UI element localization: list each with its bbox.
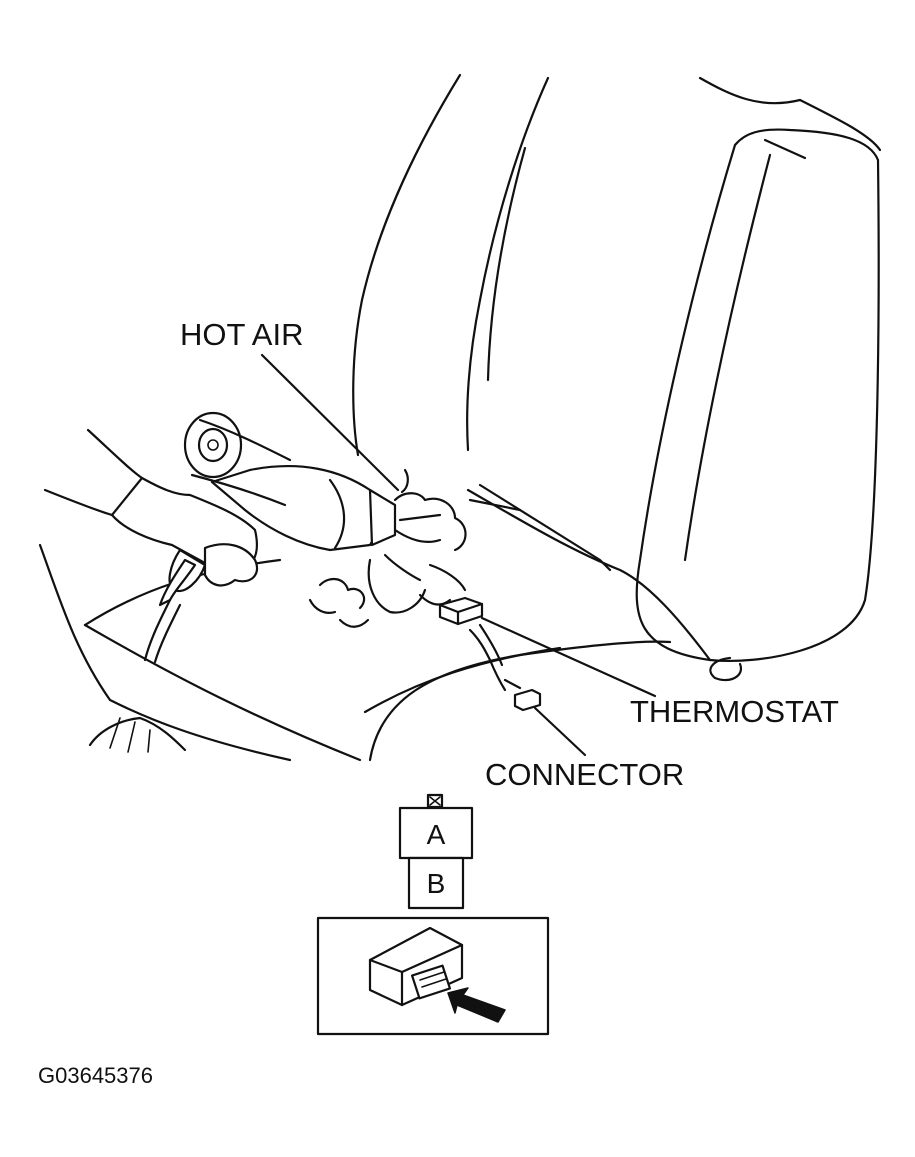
seat-cushion [38, 543, 672, 762]
thermostat-label: THERMOSTAT [630, 694, 839, 729]
figure-code: G03645376 [38, 1063, 153, 1088]
thermostat-part [438, 596, 484, 626]
connector-part [468, 623, 542, 712]
connector-box-b [407, 856, 465, 910]
hot-air-leader [260, 353, 400, 492]
hot-air-label: HOT AIR [180, 317, 303, 352]
connector-inset [316, 916, 550, 1036]
connector-box-a-label: A [427, 819, 446, 850]
seat-back [352, 73, 882, 682]
connector-box-a [398, 806, 474, 860]
thermostat-leader [480, 616, 657, 698]
arrow-icon [447, 987, 506, 1023]
hair-dryer [43, 411, 397, 664]
connector-leader [533, 706, 587, 757]
connector-box-b-label: B [427, 868, 446, 899]
connector-schematic: A B [398, 793, 474, 910]
hot-air-puffs [308, 468, 467, 628]
connector-label: CONNECTOR [485, 757, 684, 792]
